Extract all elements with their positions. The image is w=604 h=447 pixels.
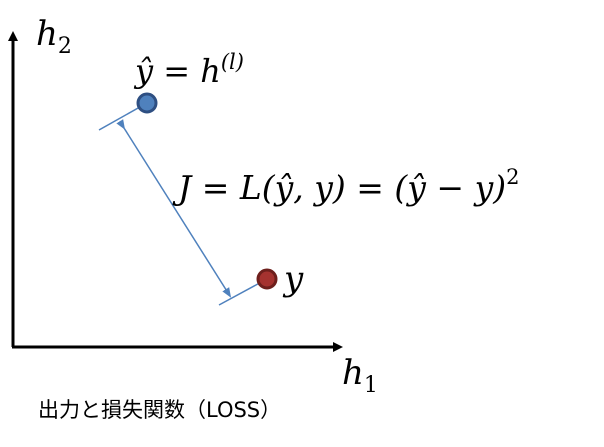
loss-equation-main: J = L(ŷ, y) = (ŷ − y) <box>172 168 506 207</box>
x-axis-label: h1 <box>342 353 378 398</box>
target-point <box>256 268 278 290</box>
x-axis-label-base: h <box>342 353 364 393</box>
prediction-label-base: ŷ = h <box>133 52 221 90</box>
prediction-label-sup: (l) <box>221 50 244 74</box>
y-axis-label: h2 <box>36 14 72 59</box>
loss-equation-exponent: 2 <box>506 165 519 189</box>
loss-equation: J = L(ŷ, y) = (ŷ − y)2 <box>172 165 519 207</box>
prediction-point <box>136 92 158 114</box>
caption: 出力と損失関数（LOSS） <box>38 398 281 422</box>
axes <box>8 31 343 352</box>
y-axis-label-sub: 2 <box>58 34 72 59</box>
prediction-label: ŷ = h(l) <box>133 50 244 90</box>
target-label: y <box>282 259 304 299</box>
y-axis-label-base: h <box>36 14 58 54</box>
x-axis-label-sub: 1 <box>364 373 378 398</box>
distance-arrow <box>116 119 232 298</box>
